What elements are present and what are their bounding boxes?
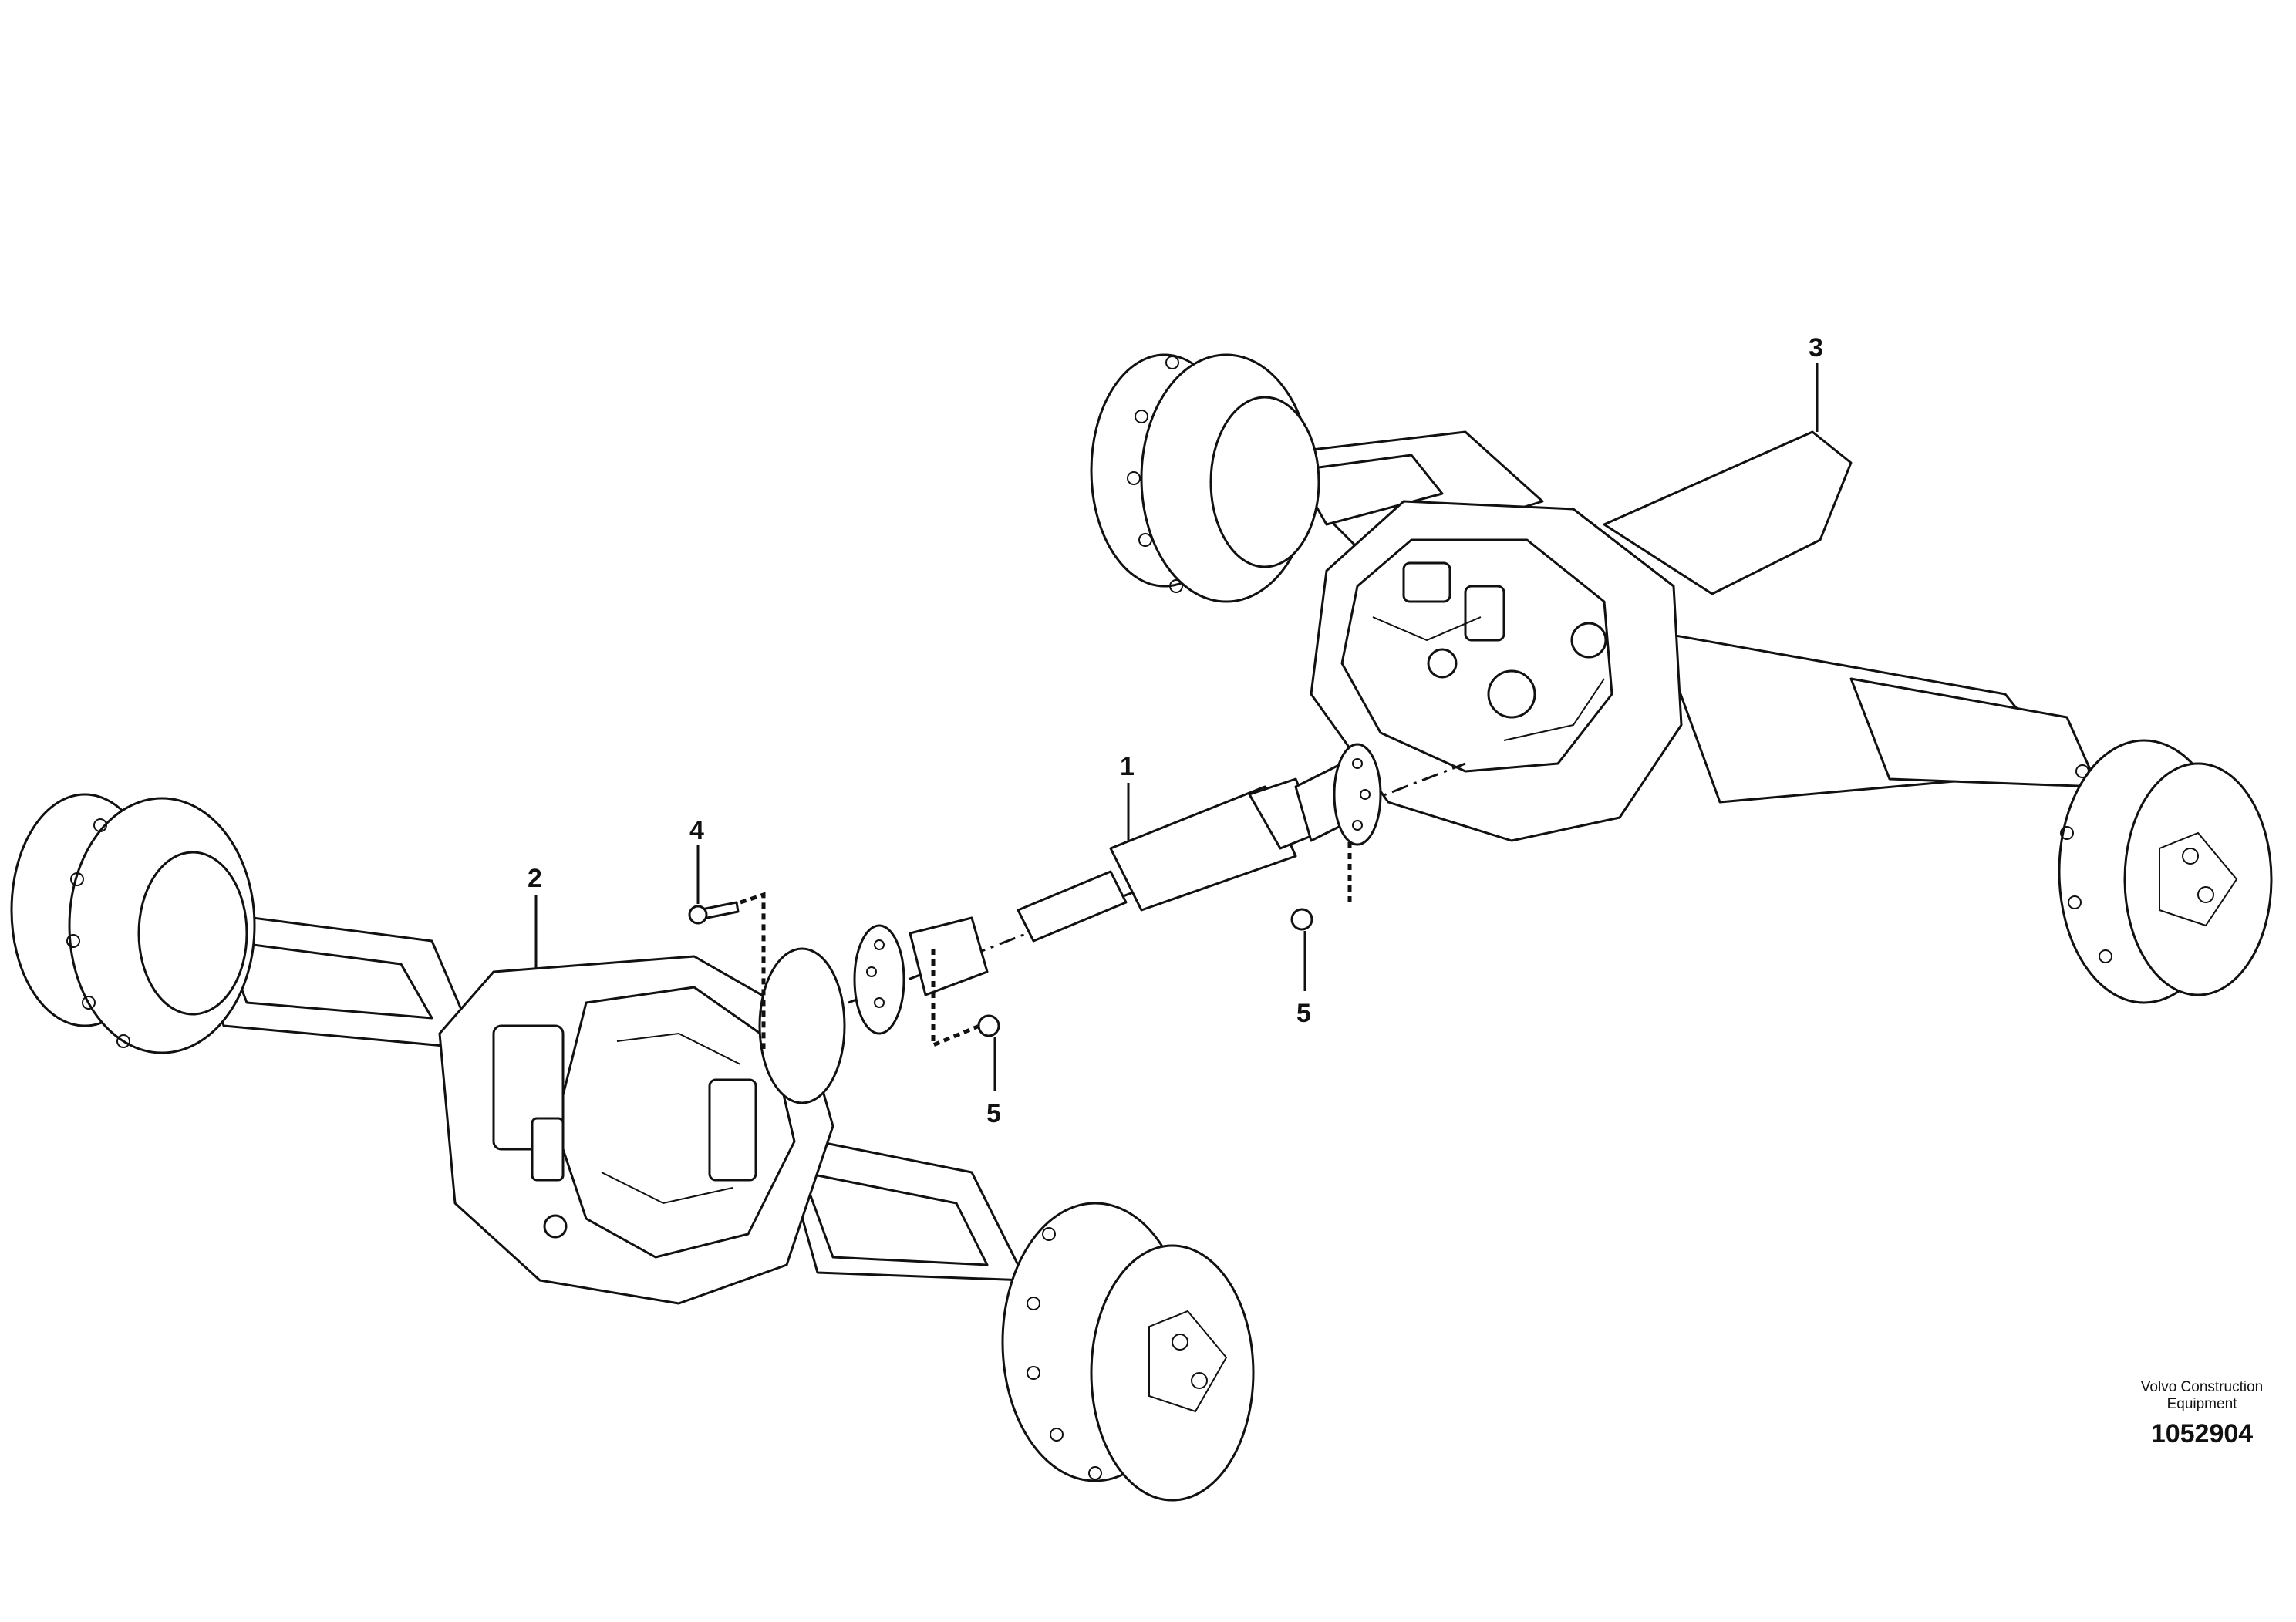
callout-5-lower: 5 (986, 1099, 1001, 1128)
callout-1: 1 (1120, 752, 1135, 781)
front-axle-drawing (10, 793, 1255, 1502)
callout-4: 4 (689, 816, 704, 845)
callout-3: 3 (1809, 333, 1823, 363)
credit-org-line1: Volvo Construction (2140, 1379, 2264, 1395)
drawing-credit: Volvo Construction Equipment 1052904 (2117, 1379, 2287, 1449)
callout-leaders (534, 363, 1819, 1091)
callout-2: 2 (528, 864, 542, 893)
rear-axle-drawing (1090, 353, 2273, 1004)
callout-5-right: 5 (1296, 999, 1311, 1028)
credit-org-line2: Equipment (2166, 1396, 2237, 1412)
propeller-shaft-drawing (848, 743, 1466, 1035)
drawing-number: 1052904 (2150, 1419, 2254, 1448)
fasteners-drawing (688, 841, 1352, 1049)
